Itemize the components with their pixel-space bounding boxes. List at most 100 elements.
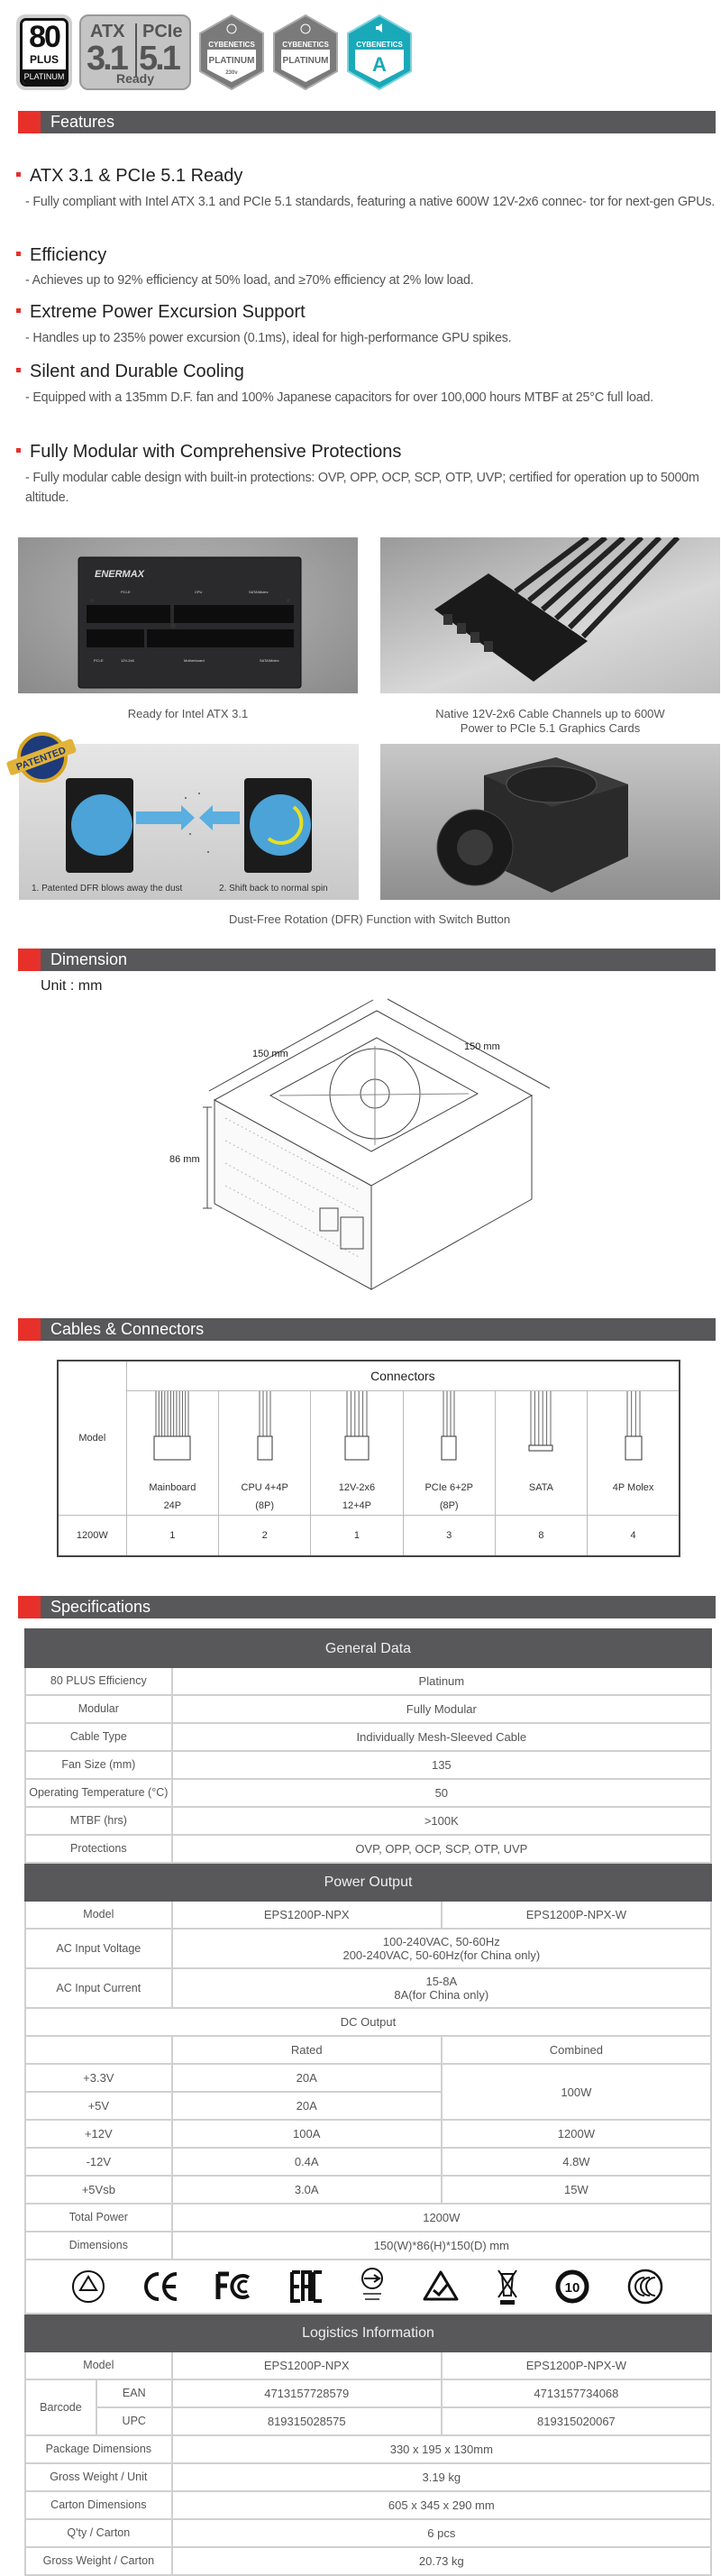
badge-plus: PLUS xyxy=(29,53,59,66)
dimension-unit: Unit : mm xyxy=(41,978,103,994)
ean-cell: 4713157728579 xyxy=(170,2379,443,2408)
feature-title: Silent and Durable Cooling xyxy=(13,362,244,382)
combined-header: Combined xyxy=(440,2035,713,2065)
value-cell: 1200W xyxy=(170,2203,713,2232)
row-label: Operating Temperature (°C) xyxy=(24,1778,173,1808)
dfr-switch-photo xyxy=(380,744,720,900)
feature-title: Fully Modular with Comprehensive Protect… xyxy=(13,442,401,463)
feature-desc: - Fully modular cable design with built-… xyxy=(25,471,699,505)
badge-brand: CYBENETICS xyxy=(208,41,255,49)
rcm-icon xyxy=(423,2270,459,2301)
panel-label: SATA/Molex xyxy=(260,658,279,663)
value-cell: 6 pcs xyxy=(170,2518,713,2548)
value-line: 100-240VAC, 50-60Hz xyxy=(382,1935,500,1948)
atx-pcie-badge: ATX PCIe 3.1 5.1 Ready xyxy=(79,14,191,90)
patented-seal-icon: PATENTED xyxy=(6,732,77,783)
rated-cell: 3.0A xyxy=(170,2175,443,2205)
model-cell: 1200W xyxy=(57,1514,127,1557)
dimension-width: 150 mm xyxy=(252,1049,288,1059)
feature-title: Extreme Power Excursion Support xyxy=(13,302,306,323)
row-label: AC Input Current xyxy=(24,1967,173,2009)
row-label: AC Input Voltage xyxy=(24,1928,173,1969)
psu-switch-image xyxy=(436,757,628,893)
connector-column: SATA xyxy=(494,1389,589,1516)
badge-divider xyxy=(135,23,137,78)
badge-platinum: PLATINUM xyxy=(23,69,66,84)
connector-subtype: (8P) xyxy=(439,1499,459,1511)
connector-name: CPU 4+4P xyxy=(241,1481,288,1493)
hexagon-icon xyxy=(347,14,412,91)
rohs-icon xyxy=(361,2268,384,2300)
badge-ready: Ready xyxy=(115,71,155,86)
badge-pcie-version: 5.1 xyxy=(139,40,181,78)
badge-atx-version: 3.1 xyxy=(87,40,129,78)
dfr-step2: 2. Shift back to normal spin xyxy=(219,884,328,894)
12v-2x6-cable-photo xyxy=(380,537,720,693)
value-line: 15-8A xyxy=(425,1975,458,1988)
badge-pcie: PCIe xyxy=(142,22,183,41)
hexagon-icon xyxy=(199,14,264,91)
tuv-rheinland-icon xyxy=(71,2270,105,2303)
dimension-depth: 150 mm xyxy=(464,1041,500,1052)
row-label: Modular xyxy=(24,1694,173,1724)
certification-icons-row: 10 xyxy=(24,2259,712,2315)
row-label: Model xyxy=(24,2351,173,2380)
fcc-mark-icon xyxy=(215,2271,250,2299)
rail-label: +3.3V xyxy=(24,2063,173,2093)
svg-text:10: 10 xyxy=(565,2280,580,2296)
connector-subtype: 24P xyxy=(163,1499,182,1511)
connector-subtype: (8P) xyxy=(255,1499,275,1511)
value-cell: Fully Modular xyxy=(170,1694,713,1724)
caption-atx: Ready for Intel ATX 3.1 xyxy=(127,707,249,720)
connector-name: 4P Molex xyxy=(612,1481,654,1493)
upc-cell: 819315028575 xyxy=(170,2406,443,2436)
psu-panel-image: ENERMAX PCI-E CPU SATA/Molex PCI-E 12V-2… xyxy=(78,556,302,689)
connector-name: PCIe 6+2P xyxy=(424,1481,473,1493)
value-cell: 330 x 195 x 130mm xyxy=(170,2434,713,2464)
table-row: MTBF (hrs)>100K xyxy=(24,1806,713,1836)
connector-subtype xyxy=(496,1497,587,1515)
panel-brand: ENERMAX xyxy=(95,569,145,580)
combined-cell: 4.8W xyxy=(440,2147,713,2177)
eac-mark-icon xyxy=(289,2270,322,2303)
row-label: Package Dimensions xyxy=(24,2434,173,2464)
section-title: Cables & Connectors xyxy=(50,1320,205,1338)
row-label: 80 PLUS Efficiency xyxy=(24,1666,173,1696)
feature-desc: - Fully compliant with Intel ATX 3.1 and… xyxy=(25,195,716,209)
section-title: Specifications xyxy=(50,1598,151,1616)
cybenetics-noise-a-badge: CYBENETICS A xyxy=(346,14,413,91)
section-header-cables: Cables & Connectors xyxy=(18,1318,716,1341)
value-cell: 150(W)*86(H)*150(D) mm xyxy=(170,2231,713,2260)
dimension-height: 86 mm xyxy=(169,1154,200,1165)
cable-connector-image xyxy=(434,537,680,682)
feature-desc: - Handles up to 235% power excursion (0.… xyxy=(25,331,512,345)
value-line: 200-240VAC, 50-60Hz(for China only) xyxy=(342,1948,541,1962)
caption-cable-line1: Native 12V-2x6 Cable Channels up to 600W xyxy=(435,707,665,720)
connector-2-icon xyxy=(344,1390,370,1460)
rated-cell: 20A xyxy=(170,2091,443,2121)
general-data-header: General Data xyxy=(24,1628,712,1668)
rated-cell: 100A xyxy=(170,2119,443,2149)
panel-label: 12V-2x6 xyxy=(121,658,134,663)
ccc-mark-icon xyxy=(627,2269,663,2305)
connector-column: CPU 4+4P (8P) xyxy=(217,1389,312,1516)
section-marker xyxy=(18,1318,41,1341)
badge-note: 230v xyxy=(225,70,238,76)
caption-dfr: Dust-Free Rotation (DFR) Function with S… xyxy=(228,912,511,926)
connector-3-icon xyxy=(441,1390,457,1460)
cybenetics-platinum-badge: CYBENETICS PLATINUM xyxy=(272,14,339,91)
value-cell: 50 xyxy=(170,1778,713,1808)
row-label: MTBF (hrs) xyxy=(24,1806,173,1836)
value-line: 8A(for China only) xyxy=(394,1988,489,2002)
value-cell: 605 x 345 x 290 mm xyxy=(170,2490,713,2520)
feature-desc: - Achieves up to 92% efficiency at 50% l… xyxy=(25,273,474,288)
